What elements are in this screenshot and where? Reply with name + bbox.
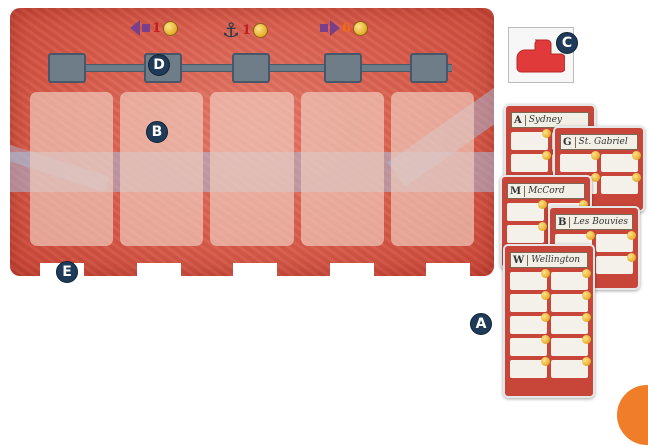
card-cell: [507, 225, 544, 243]
track-node[interactable]: [48, 53, 86, 83]
card-name: Wellington: [531, 255, 580, 265]
card-cell: [510, 316, 547, 334]
board-tab: [233, 263, 277, 276]
card-letter: B: [558, 217, 570, 228]
card-cell: [551, 272, 588, 290]
track-node[interactable]: [232, 53, 270, 83]
card-cell: [510, 294, 547, 312]
board-tab: [330, 263, 374, 276]
card-letter: A: [514, 115, 526, 126]
left-arrow-icon: [130, 20, 140, 36]
track-node[interactable]: [410, 53, 448, 83]
card-slot[interactable]: [120, 92, 203, 246]
orange-disc-fragment: [617, 385, 648, 445]
card-cell: [510, 360, 547, 378]
coin-icon: [353, 21, 368, 36]
card-name: Les Bouvies: [573, 217, 628, 227]
anchor-cost-value: 1: [242, 23, 251, 38]
board-tab: [137, 263, 181, 276]
card-cell: [511, 154, 548, 172]
cost-bar: 1 ⚓ 1 6: [10, 18, 494, 46]
label-b-badge: B: [146, 121, 168, 143]
card-title: M McCord: [507, 183, 585, 199]
card-cell: [511, 132, 548, 150]
card-cell: [510, 338, 547, 356]
label-a-badge: A: [470, 313, 492, 335]
move-left-cost-value: 1: [152, 21, 161, 36]
track-node[interactable]: [324, 53, 362, 83]
move-right-cost-value: 6: [342, 21, 351, 36]
right-arrow-shaft: [320, 24, 328, 32]
card-cell: [596, 234, 633, 252]
card-cell: [596, 256, 633, 274]
game-board: 1 ⚓ 1 6: [10, 8, 494, 276]
card-cell: [560, 154, 597, 172]
card-name: Sydney: [529, 115, 562, 125]
card-title: G St. Gabriel: [560, 134, 638, 150]
label-d-badge: D: [148, 54, 170, 76]
card-title: W Wellington: [510, 252, 588, 268]
card-grid: [505, 272, 593, 378]
card-cell: [601, 154, 638, 172]
move-left-cost: 1: [130, 20, 178, 36]
card-slot[interactable]: [210, 92, 293, 246]
card-cell: [551, 338, 588, 356]
contract-card[interactable]: W Wellington: [503, 244, 595, 398]
anchor-cost: ⚓ 1: [222, 20, 268, 40]
card-slot[interactable]: [391, 92, 474, 246]
card-slot[interactable]: [30, 92, 113, 246]
card-letter: G: [563, 137, 576, 148]
card-name: McCord: [528, 186, 565, 196]
card-name: St. Gabriel: [579, 137, 628, 147]
card-cell: [601, 176, 638, 194]
card-cell: [507, 203, 544, 221]
card-title: B Les Bouvies: [555, 214, 633, 230]
card-cell: [551, 294, 588, 312]
label-c-badge: C: [556, 32, 578, 54]
board-tabs: [40, 263, 470, 276]
card-slot-row: [30, 92, 474, 246]
card-letter: M: [510, 186, 525, 197]
card-cell: [551, 316, 588, 334]
move-right-cost: 6: [320, 20, 368, 36]
right-arrow-icon: [330, 20, 340, 36]
left-arrow-shaft: [142, 24, 150, 32]
board-tab: [426, 263, 470, 276]
coin-icon: [253, 23, 268, 38]
anchor-icon: ⚓: [222, 20, 240, 40]
label-e-badge: E: [56, 261, 78, 283]
card-slot[interactable]: [301, 92, 384, 246]
card-cell: [551, 360, 588, 378]
coin-icon: [163, 21, 178, 36]
card-letter: W: [513, 255, 528, 266]
card-cell: [510, 272, 547, 290]
